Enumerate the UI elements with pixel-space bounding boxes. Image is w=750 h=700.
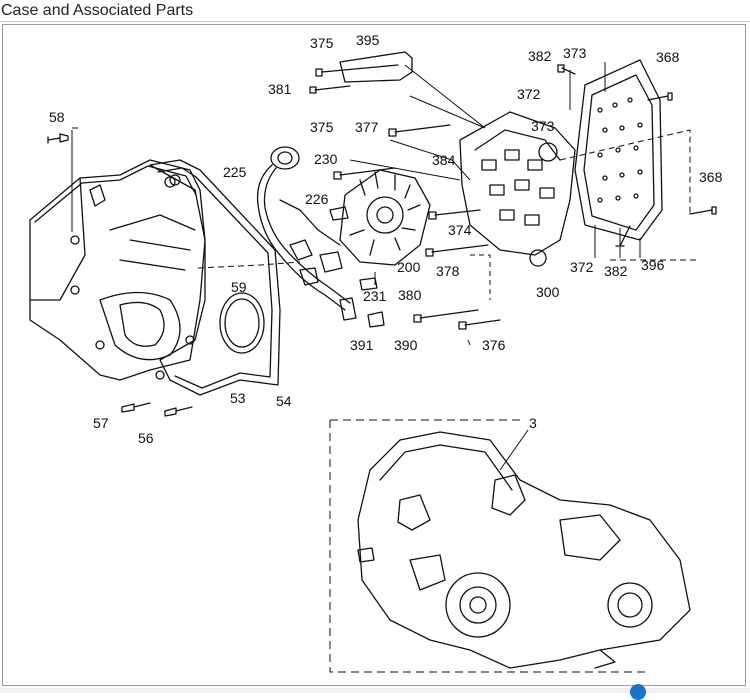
- label-58: 58: [49, 109, 65, 125]
- label-372-bottom: 372: [570, 259, 594, 275]
- label-380: 380: [398, 287, 422, 303]
- wiring-harness: [256, 146, 357, 321]
- bolt-58: [47, 133, 69, 144]
- bracket-390: [367, 311, 385, 328]
- label-382-top: 382: [528, 48, 552, 64]
- title-divider: [0, 21, 750, 22]
- feedback-button-icon[interactable]: [630, 684, 646, 700]
- label-57: 57: [93, 415, 109, 431]
- solenoid-assembly: [339, 169, 431, 266]
- label-56: 56: [138, 430, 154, 446]
- label-384: 384: [432, 152, 456, 168]
- page-title: Case and Associated Parts: [1, 2, 194, 19]
- label-378: 378: [436, 263, 460, 279]
- label-53: 53: [230, 390, 246, 406]
- bolt-230: [333, 167, 396, 180]
- label-368-top: 368: [656, 49, 680, 65]
- bolt-381: [309, 85, 351, 94]
- label-226: 226: [305, 191, 329, 207]
- label-368-right: 368: [699, 169, 723, 185]
- label-54: 54: [276, 393, 292, 409]
- label-390: 390: [394, 337, 418, 353]
- label-3: 3: [529, 415, 537, 431]
- label-374: 374: [448, 222, 472, 238]
- bottom-scroll-bar: [0, 688, 750, 693]
- label-395: 395: [356, 32, 380, 48]
- bolt-376: [458, 319, 501, 330]
- bracket-395: [339, 51, 413, 83]
- bolt-56: [164, 406, 193, 417]
- bolt-226: [329, 206, 349, 221]
- label-59: 59: [231, 279, 247, 295]
- bolt-378: [425, 244, 489, 257]
- label-375-top: 375: [310, 35, 334, 51]
- label-373-mid: 373: [531, 118, 555, 134]
- bolt-374: [428, 209, 481, 220]
- label-381: 381: [268, 81, 292, 97]
- seal-ring: [219, 292, 265, 354]
- bolt-377: [388, 124, 451, 137]
- bolt-368-right: [689, 206, 717, 215]
- spacer-plate: [574, 59, 663, 241]
- case-gasket: [149, 159, 281, 396]
- bolt-375-top: [315, 64, 399, 77]
- label-376: 376: [482, 337, 506, 353]
- bolt-380: [413, 309, 479, 323]
- part-labels: 375 395 381 375 377 384 230 225 226 374 …: [49, 32, 723, 446]
- bolt-231: [359, 277, 378, 291]
- label-230: 230: [314, 151, 338, 167]
- bolt-382-top: [557, 64, 576, 75]
- label-396: 396: [641, 257, 665, 273]
- leader-lines: [71, 62, 700, 673]
- bolt-57: [121, 402, 151, 413]
- label-300: 300: [536, 284, 560, 300]
- label-391: 391: [350, 337, 374, 353]
- label-382-bottom: 382: [604, 263, 628, 279]
- diagram-frame: [2, 24, 746, 686]
- label-372-top: 372: [517, 86, 541, 102]
- label-231: 231: [363, 288, 387, 304]
- label-373-top: 373: [563, 45, 587, 61]
- valve-body: [459, 111, 576, 267]
- label-225: 225: [223, 164, 247, 180]
- label-375-bottom: 375: [310, 119, 334, 135]
- case-cover: [29, 159, 206, 381]
- label-200: 200: [397, 259, 421, 275]
- bolt-368-top: [647, 92, 673, 101]
- transmission-assembly: [357, 431, 691, 669]
- label-377: 377: [355, 119, 379, 135]
